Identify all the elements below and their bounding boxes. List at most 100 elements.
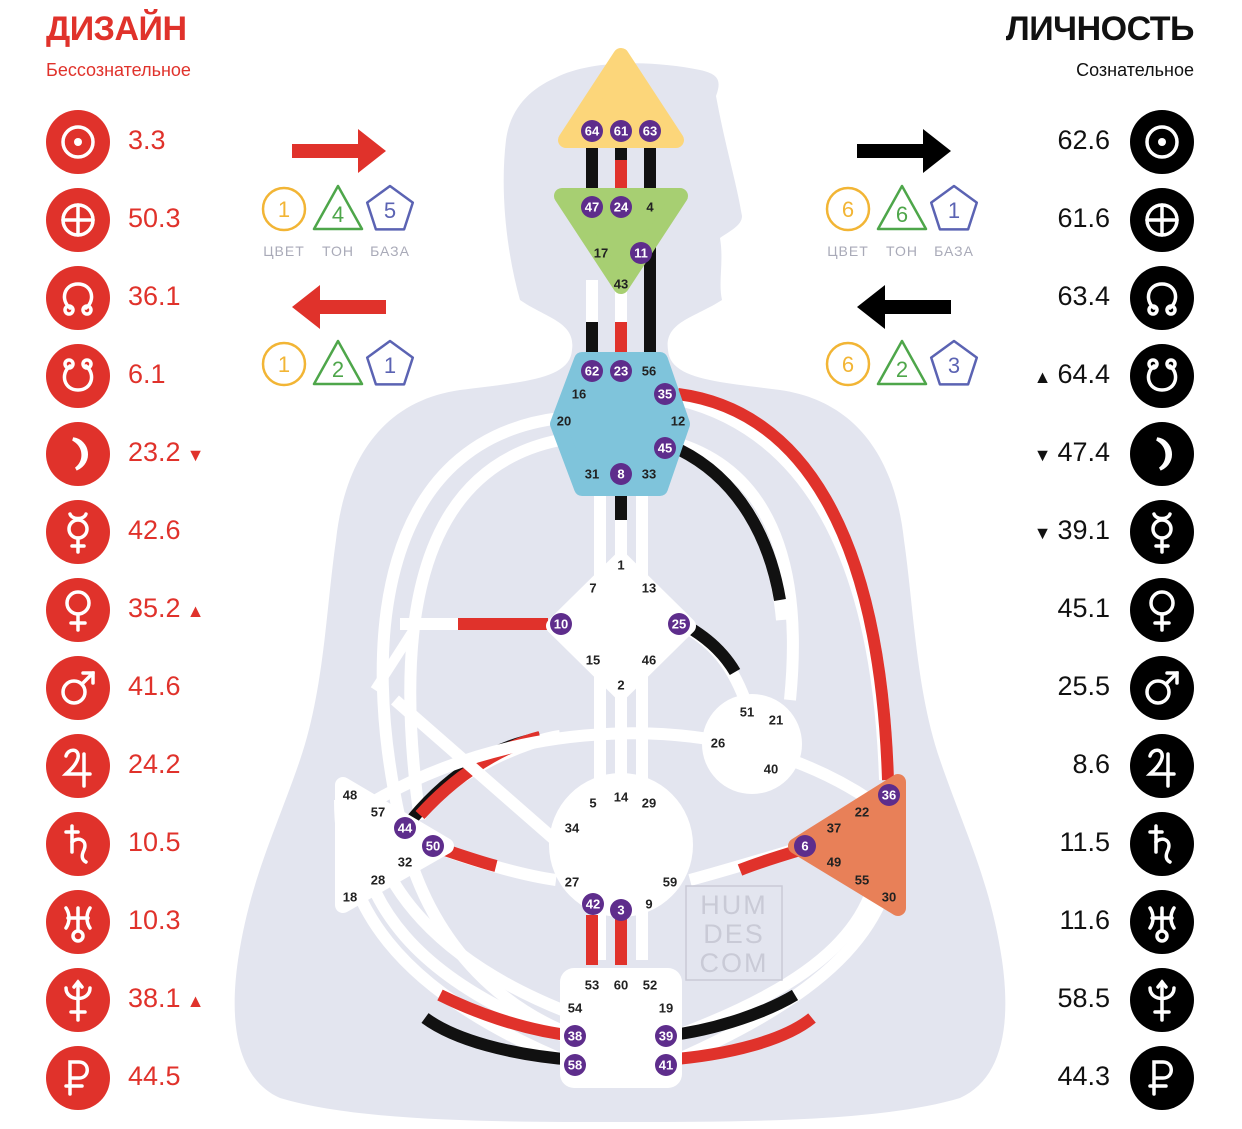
gate-active-marker — [581, 196, 603, 218]
exalted-triangle-icon: ▲ — [186, 601, 205, 621]
variable-base-value: 1 — [384, 353, 396, 378]
planet-row: 45.1 — [1002, 578, 1242, 642]
variable-tone-value: 2 — [896, 357, 908, 382]
gate-number: 56 — [642, 364, 656, 379]
design-subtitle: Бессознательное — [46, 60, 191, 80]
detriment-triangle-icon: ▼ — [186, 445, 205, 465]
gate-number: 52 — [643, 978, 657, 993]
gate-number: 16 — [572, 387, 586, 402]
gate-number: 41 — [659, 1058, 673, 1073]
channel — [737, 844, 802, 876]
g-center — [546, 552, 696, 700]
gate-line-number: 6.1 — [128, 359, 166, 389]
gate-number: 39 — [659, 1029, 673, 1044]
gate-active-marker — [654, 437, 676, 459]
gate-number: 28 — [371, 873, 385, 888]
body-silhouette — [234, 63, 1006, 1122]
sun-icon — [1145, 125, 1179, 159]
channel — [662, 839, 886, 1046]
head-center — [558, 48, 684, 148]
gate-active-marker — [878, 784, 900, 806]
gate-line-number: 45.1 — [1057, 593, 1110, 623]
gate-number: 36 — [882, 788, 896, 803]
gate-active-marker — [655, 1054, 677, 1076]
planet-badge — [1130, 422, 1194, 486]
tone-triangle-icon — [876, 184, 928, 231]
pluto-icon — [64, 1060, 89, 1096]
gate-line-value: 36.1 — [128, 281, 181, 312]
gate-active-marker — [582, 893, 604, 915]
planet-row: 11.6 — [1002, 890, 1242, 954]
gate-number: 10 — [554, 617, 568, 632]
gate-line-value: 11.5 — [1059, 827, 1110, 858]
channel — [376, 412, 578, 1042]
planet-badge — [1130, 500, 1194, 564]
planet-row: 44.5 — [0, 1046, 240, 1110]
mercury-icon — [1151, 512, 1173, 554]
planet-badge — [1130, 1046, 1194, 1110]
gate-number: 23 — [614, 364, 628, 379]
channel — [677, 444, 786, 601]
spleen-center — [335, 777, 454, 913]
planet-badge — [46, 188, 110, 252]
gate-line-number: 63.4 — [1057, 281, 1110, 311]
variable-tone-value: 6 — [896, 202, 908, 227]
gate-line-value: 44.5 — [128, 1061, 181, 1092]
variable-label-tone: ТОН — [886, 243, 918, 259]
gate-number: 26 — [711, 736, 725, 751]
gate-line-value: 63.4 — [1057, 281, 1110, 312]
channel — [349, 809, 578, 1046]
gate-number: 27 — [565, 875, 579, 890]
gate-line-number: 3.3 — [128, 125, 166, 155]
design-arrow-left-icon — [292, 285, 386, 329]
gate-line-number: 23.2 — [128, 437, 181, 467]
gate-line-number: 44.5 — [128, 1061, 181, 1091]
gate-line-value: 6.1 — [128, 359, 166, 390]
tone-triangle-icon — [312, 184, 364, 231]
gate-line-number: 58.5 — [1057, 983, 1110, 1013]
channel — [400, 732, 542, 832]
gate-number: 17 — [594, 246, 608, 261]
channel — [356, 727, 874, 816]
planet-row: 41.6 — [0, 656, 240, 720]
channel — [364, 818, 578, 1021]
planet-row: 25.5 — [1002, 656, 1242, 720]
gate-number: 29 — [642, 796, 656, 811]
base-pentagon-icon — [929, 184, 979, 231]
planet-row: 3.3 — [0, 110, 240, 174]
variable-base-value: 1 — [948, 198, 960, 223]
throat-center — [550, 352, 690, 496]
gate-number: 12 — [671, 414, 685, 429]
channel — [677, 388, 894, 781]
gate-line-value: 61.6 — [1057, 203, 1110, 234]
gate-number: 19 — [659, 1001, 673, 1016]
ego-center — [702, 694, 802, 794]
gate-number: 45 — [658, 441, 672, 456]
planet-row: 61.6 — [1002, 188, 1242, 252]
gate-number: 64 — [585, 124, 600, 139]
gate-number: 3 — [617, 903, 624, 918]
venus-icon — [65, 590, 91, 632]
gate-number: 47 — [585, 200, 599, 215]
color-circle-icon — [825, 186, 871, 232]
planet-badge — [46, 422, 110, 486]
gate-number: 11 — [634, 246, 648, 261]
variable-color-value: 6 — [842, 197, 854, 222]
planet-badge — [1130, 890, 1194, 954]
gate-number: 20 — [557, 414, 571, 429]
gate-line-value: 44.3 — [1057, 1061, 1110, 1092]
neptune-icon — [64, 979, 92, 1022]
gate-number: 34 — [565, 821, 580, 836]
gate-number: 22 — [855, 805, 869, 820]
planet-row: 6.1 — [0, 344, 240, 408]
gate-line-number: 50.3 — [128, 203, 181, 233]
channel — [662, 829, 901, 1071]
south-node-icon — [62, 358, 94, 392]
planet-badge — [1130, 188, 1194, 252]
gate-line-value: 23.2▼ — [128, 437, 210, 468]
planet-row: 24.2 — [0, 734, 240, 798]
planet-badge — [46, 110, 110, 174]
gate-active-marker — [654, 383, 676, 405]
planet-row: 42.6 — [0, 500, 240, 564]
